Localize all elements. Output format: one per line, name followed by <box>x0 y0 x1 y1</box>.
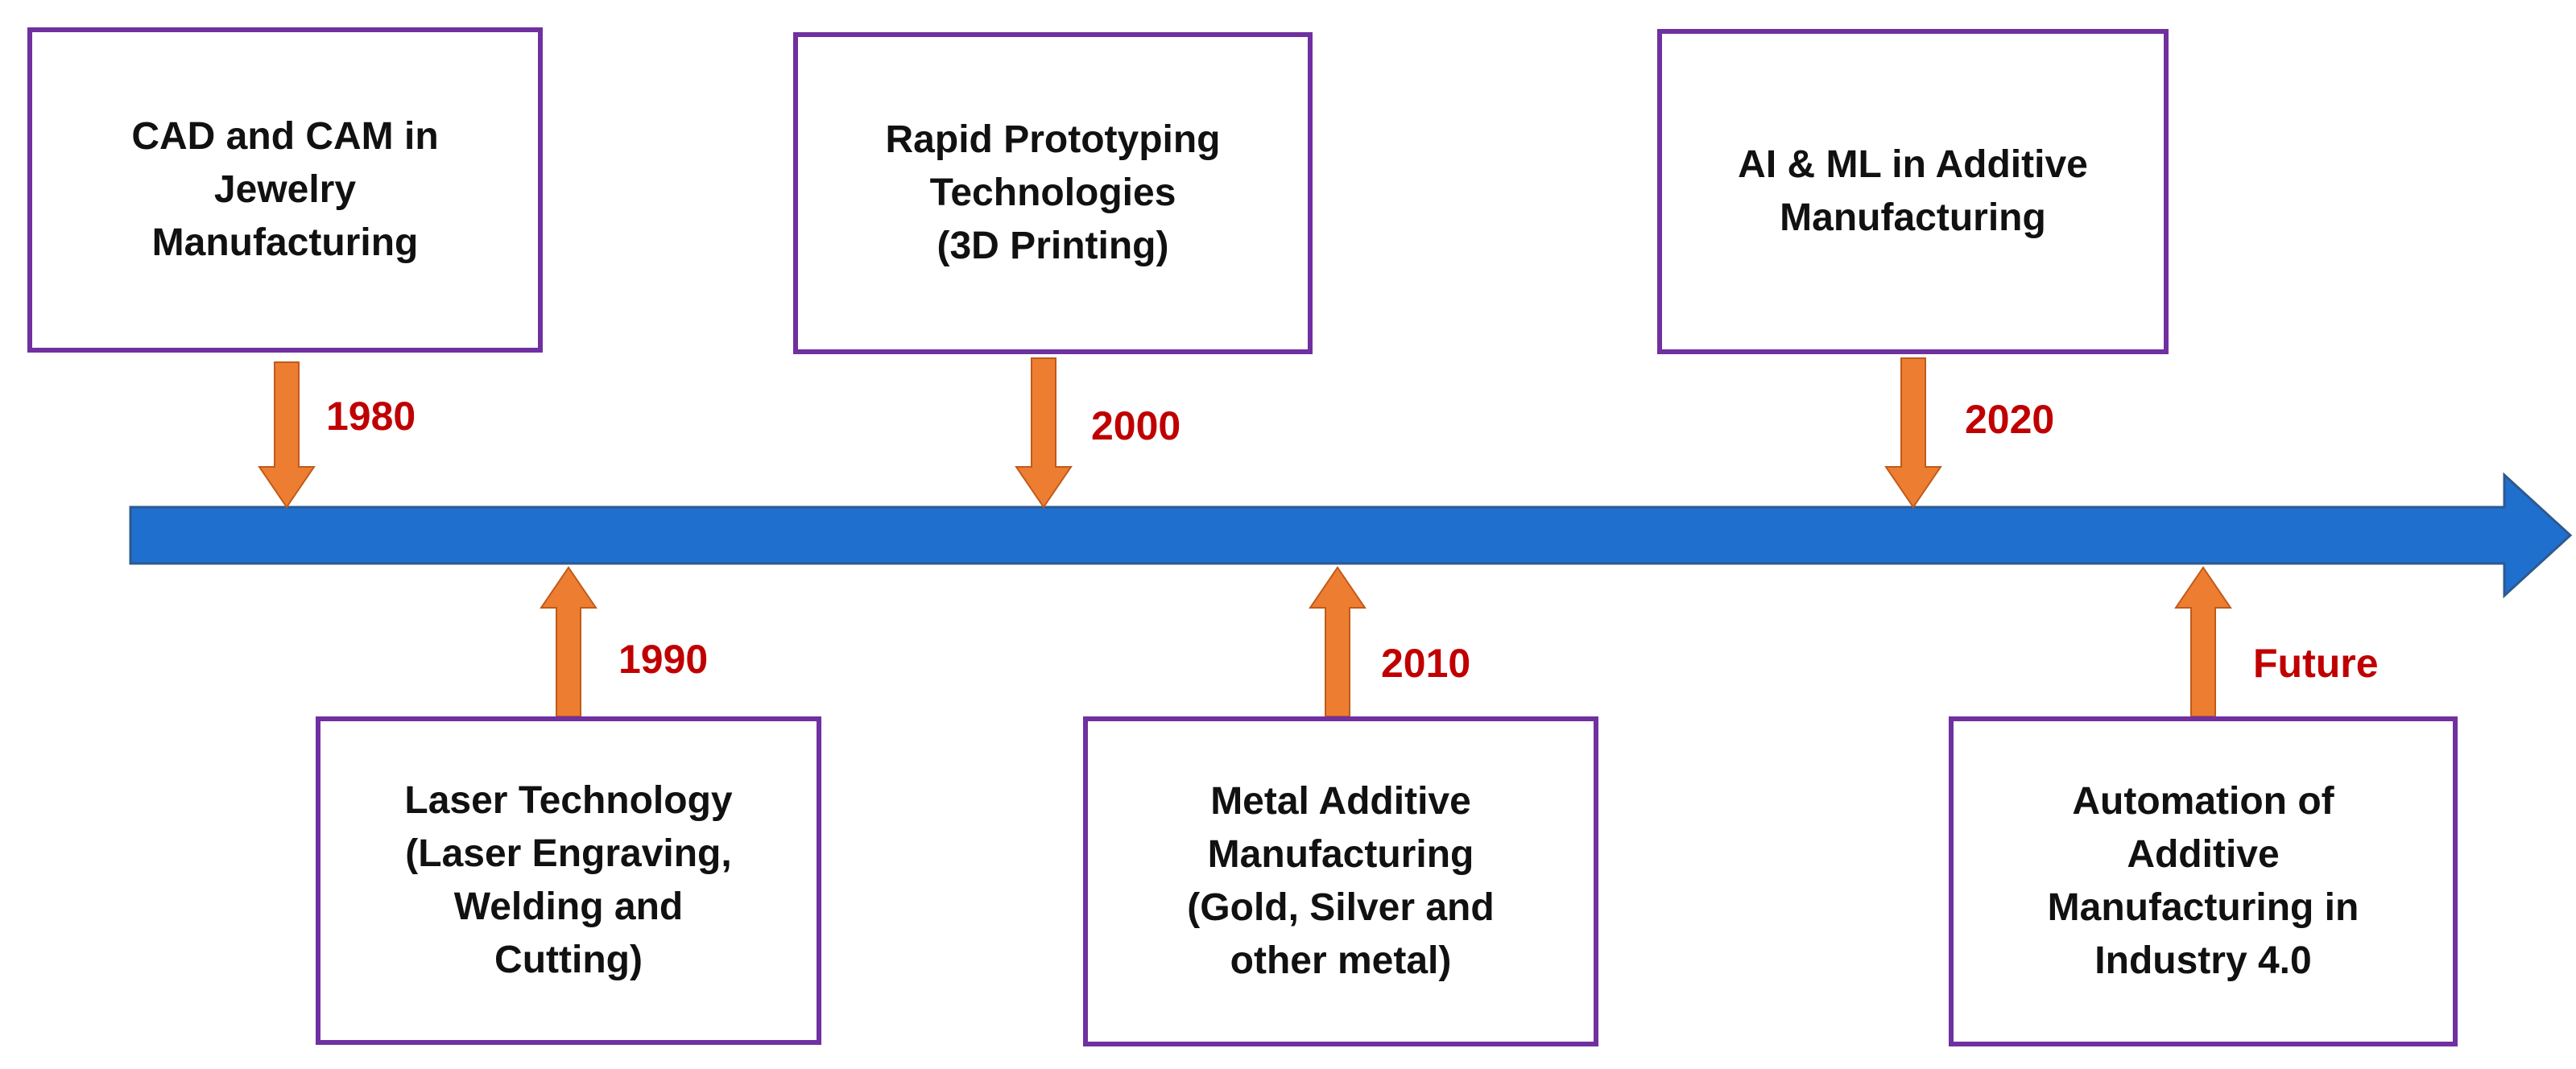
milestone-box-2000: Rapid Prototyping Technologies (3D Print… <box>793 32 1313 354</box>
connector-arrow-2000 <box>1015 357 1073 509</box>
timeline-arrow <box>129 472 2573 599</box>
milestone-box-1990: Laser Technology (Laser Engraving, Weldi… <box>316 716 821 1045</box>
connector-arrow-2010 <box>1309 566 1367 717</box>
year-label-future: Future <box>2253 641 2379 686</box>
milestone-box-2010: Metal Additive Manufacturing (Gold, Silv… <box>1083 716 1598 1046</box>
connector-arrow-1980 <box>258 361 316 509</box>
year-label-1990: 1990 <box>618 637 709 682</box>
connector-arrow-future <box>2174 566 2232 717</box>
year-label-2000: 2000 <box>1091 403 1181 448</box>
year-label-2020: 2020 <box>1965 397 2055 442</box>
milestone-box-1980: CAD and CAM in Jewelry Manufacturing <box>27 27 543 353</box>
milestone-box-future: Automation of Additive Manufacturing in … <box>1949 716 2458 1046</box>
milestone-box-2020: AI & ML in Additive Manufacturing <box>1657 29 2169 354</box>
connector-arrow-2020 <box>1884 357 1942 509</box>
year-label-2010: 2010 <box>1381 641 1471 686</box>
connector-arrow-1990 <box>540 566 597 717</box>
year-label-1980: 1980 <box>326 394 416 439</box>
